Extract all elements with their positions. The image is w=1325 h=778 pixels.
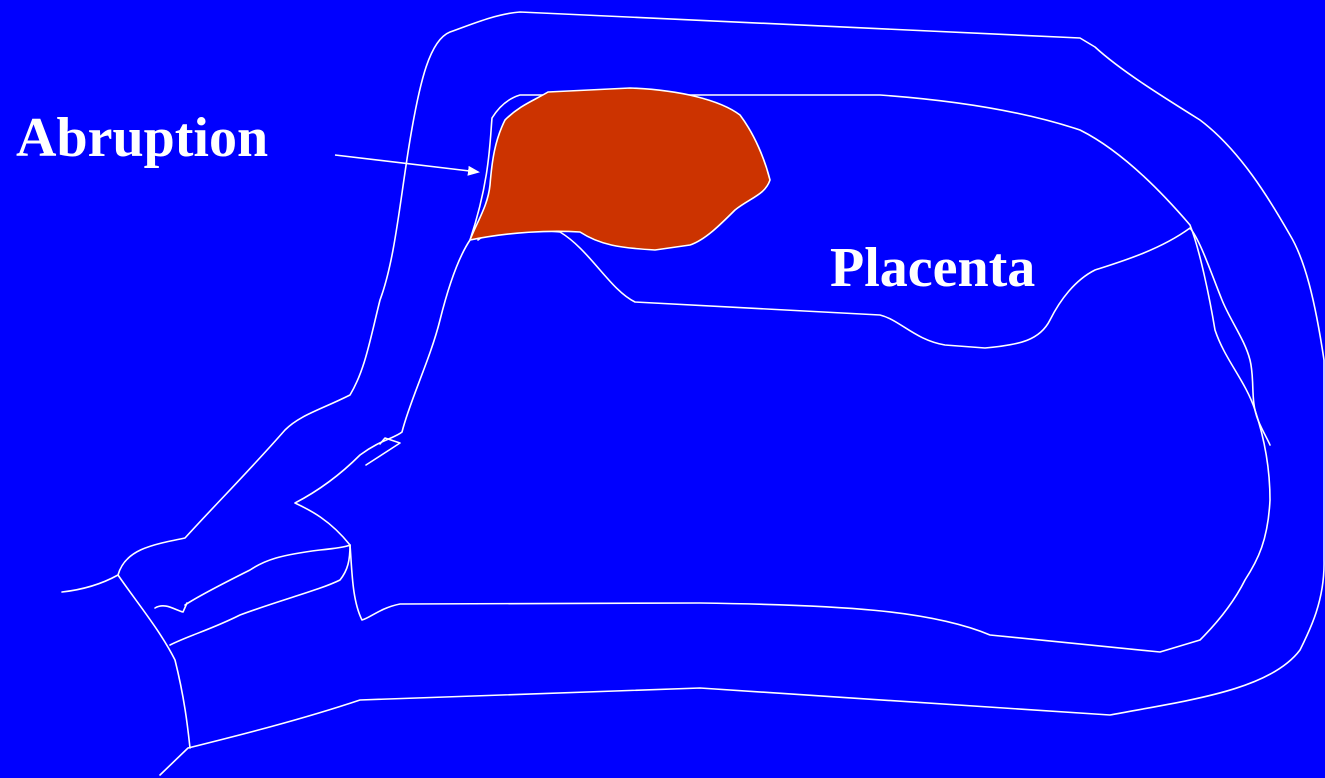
cervical-canal-fold <box>185 545 350 605</box>
placenta-label: Placenta <box>830 240 1035 296</box>
uterus-inner-wall <box>295 95 1270 652</box>
cervical-canal-tip <box>155 603 187 612</box>
cervical-canal-upper <box>118 575 190 748</box>
abruption-region <box>470 88 770 250</box>
abruption-label: Abruption <box>16 110 268 166</box>
cervical-canal-inner <box>170 545 350 645</box>
